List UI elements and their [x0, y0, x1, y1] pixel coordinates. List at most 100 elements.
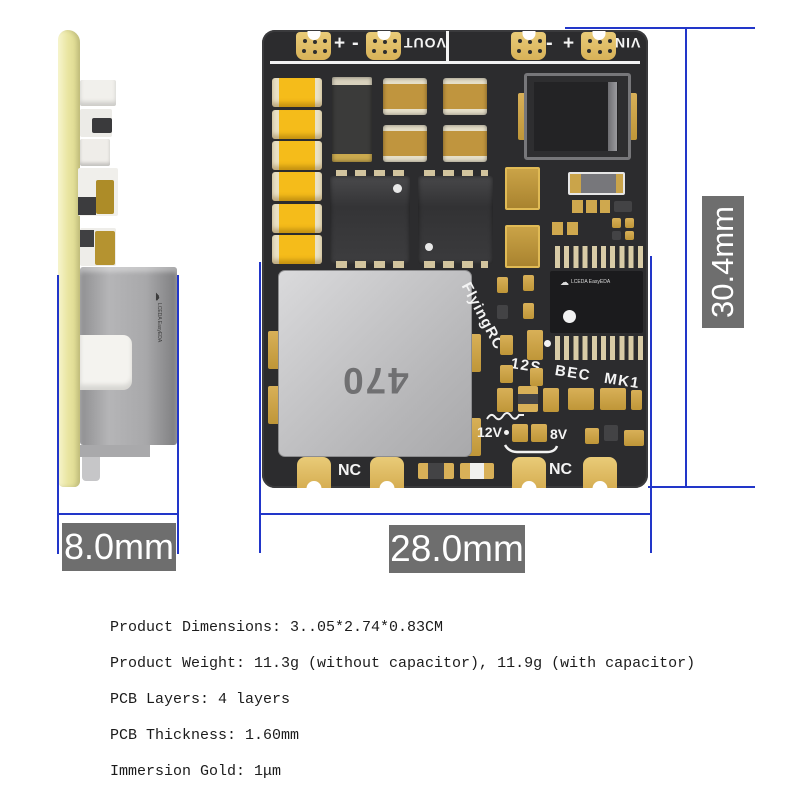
rail-8v-label: 8V — [550, 426, 568, 442]
nc-label-right: NC — [549, 461, 573, 478]
spec-line-thickness: PCB Thickness: 1.60mm — [110, 727, 300, 744]
small-pads — [497, 277, 508, 293]
inductor-core — [534, 82, 618, 151]
pad-nc — [297, 457, 331, 496]
pad-vout-plus — [296, 31, 331, 60]
side-component — [92, 118, 112, 133]
small-pads — [568, 388, 594, 410]
easyeda-logo-ic: ☁ LCEDA EasyEDA — [560, 278, 610, 287]
side-component — [78, 197, 96, 215]
main-capacitor: 470 — [278, 270, 472, 457]
ic-pins — [336, 170, 406, 177]
small-pads — [572, 200, 610, 213]
dimension-line-thickness-left — [57, 275, 59, 554]
silk-dot — [544, 340, 551, 347]
via-dots — [518, 39, 522, 43]
side-component — [96, 180, 114, 214]
bec-ic — [550, 271, 643, 333]
ic-pins — [555, 336, 645, 360]
small-pads — [527, 330, 543, 360]
silk-curve — [503, 444, 559, 454]
vin-minus-mark: - — [546, 32, 553, 54]
capacitor — [383, 78, 427, 115]
pad-hole — [521, 481, 537, 496]
pin1-dot — [425, 243, 433, 251]
pad-hole — [379, 481, 395, 496]
width-label: 28.0mm — [389, 525, 525, 573]
power-pad — [505, 167, 540, 210]
small-pads — [500, 335, 513, 355]
width-value: 28.0mm — [390, 528, 524, 569]
capacitor — [272, 78, 322, 107]
pin1-dot — [563, 310, 576, 323]
rail-pad — [512, 424, 528, 442]
capacitor — [272, 141, 322, 170]
rail-12v-label: 12V — [477, 424, 502, 440]
inductor-pad — [627, 93, 637, 140]
rail-pad — [531, 424, 547, 442]
dimension-line-height-bottom — [648, 486, 755, 488]
ic-pins — [424, 170, 488, 177]
side-component — [80, 139, 110, 166]
spec-line-gold: Immersion Gold: 1μm — [110, 763, 282, 780]
capacitor-tab — [268, 386, 280, 424]
pad-vout-minus — [366, 31, 401, 60]
capacitor — [443, 78, 487, 115]
pad-notch — [522, 31, 535, 40]
spec-line-layers: PCB Layers: 4 layers — [110, 691, 291, 708]
small-pads — [631, 390, 642, 410]
ic-pins — [336, 261, 406, 268]
small-pads — [625, 231, 634, 240]
inductor-highlight — [608, 82, 617, 151]
vout-minus-mark: - — [352, 32, 359, 54]
small-pads — [600, 388, 626, 410]
dimension-line-width-right — [650, 256, 652, 553]
small-pads — [530, 368, 543, 386]
small-pads — [612, 218, 621, 228]
thickness-value: 8.0mm — [63, 526, 175, 567]
side-capacitor-tab — [80, 335, 132, 390]
small-pads — [612, 231, 621, 240]
height-value: 30.4mm — [705, 206, 740, 318]
easyeda-cloud-icon: ☁ — [560, 277, 569, 287]
easyeda-logo-text: LCEDA EasyEDA — [571, 279, 611, 285]
power-pad — [505, 225, 540, 268]
via-dots — [303, 39, 307, 43]
side-component — [80, 230, 94, 247]
pin1-dot — [393, 184, 402, 193]
resistor — [568, 172, 625, 195]
small-pads — [585, 428, 599, 444]
small-pads — [624, 430, 644, 446]
vin-plus-mark: + — [563, 33, 575, 54]
vout-plus-mark: + — [334, 33, 346, 54]
side-component — [82, 457, 100, 481]
small-pads — [497, 388, 513, 412]
pad-hole — [306, 481, 322, 496]
capacitor — [272, 235, 322, 264]
small-pads — [614, 201, 632, 212]
small-component — [418, 463, 454, 479]
dimension-line-width — [259, 513, 652, 515]
capacitor — [383, 125, 427, 162]
via-dots — [588, 39, 592, 43]
capacitor — [443, 125, 487, 162]
pad-vin-minus — [511, 31, 546, 60]
silk-divider — [446, 31, 449, 61]
side-component — [95, 231, 115, 265]
capacitor — [272, 172, 322, 201]
small-pads — [543, 388, 559, 412]
pad — [370, 457, 404, 496]
small-pads — [518, 386, 538, 412]
dimension-line-height-top — [565, 27, 755, 29]
silk-squiggle — [486, 412, 524, 421]
ic-chip — [332, 77, 372, 162]
inductor-pad — [518, 93, 528, 140]
dimension-line-width-left — [259, 262, 261, 553]
spec-list: Product Dimensions: 3..05*2.74*0.83CM Pr… — [110, 610, 695, 790]
small-pads — [500, 365, 513, 383]
small-component — [460, 463, 494, 479]
side-component — [80, 80, 116, 106]
